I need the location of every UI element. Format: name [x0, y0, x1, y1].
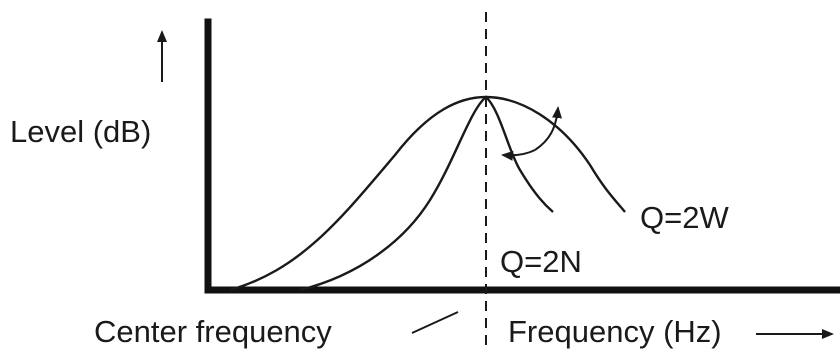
q-adjust-arrow-up: [534, 106, 562, 151]
wide-q-label: Q=2W: [640, 200, 729, 235]
center-frequency-label: Center frequency: [94, 314, 332, 349]
center-leader-line: [411, 311, 459, 334]
x-axis-label: Frequency (Hz): [508, 314, 722, 349]
y-axis-label: Level (dB): [10, 114, 151, 149]
wide-q-curve: [229, 95, 626, 292]
narrow-q-curve: [299, 95, 554, 292]
axes: [204, 18, 840, 294]
q-adjust-arrow-left: [501, 149, 536, 161]
narrow-q-label: Q=2N: [500, 244, 582, 279]
